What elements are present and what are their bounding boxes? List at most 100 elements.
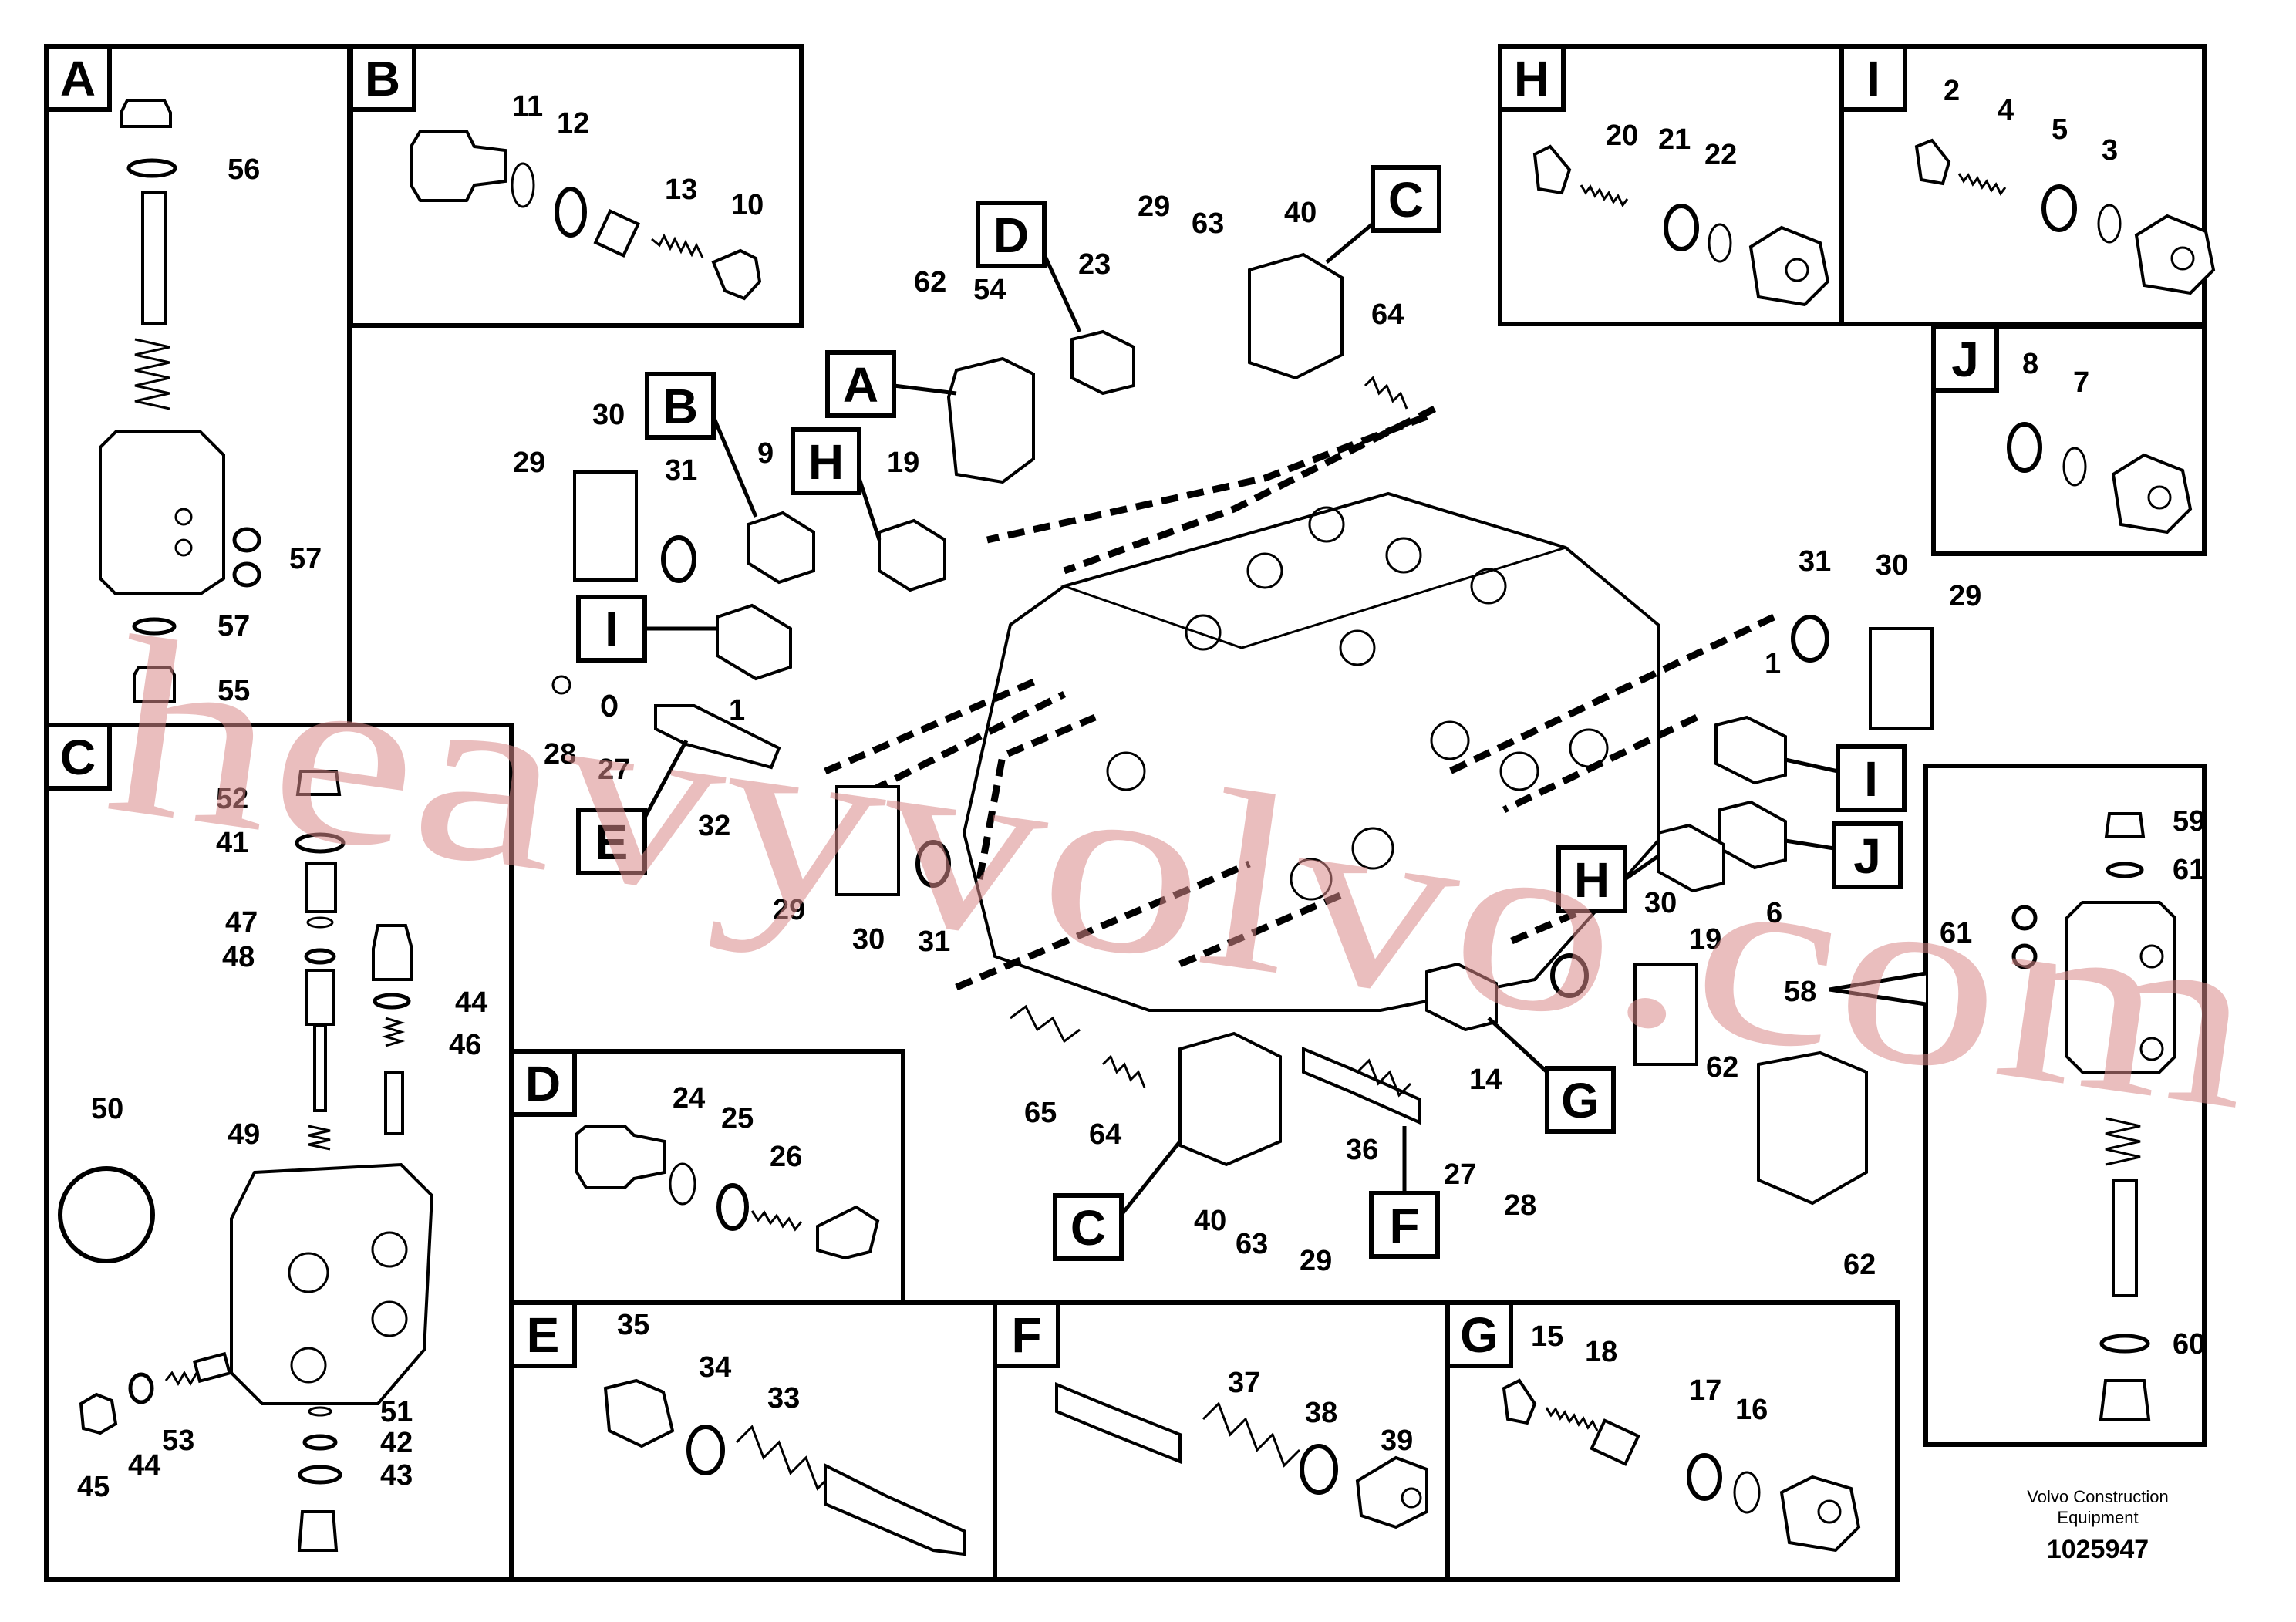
- panel-i-tag-box: [1839, 44, 1907, 112]
- main-tag-g: G: [1561, 1073, 1600, 1128]
- o-ring-21: [1664, 204, 1699, 251]
- main-callout-29c: 29: [773, 894, 805, 926]
- body-58: [1757, 1050, 1868, 1206]
- panel-d-tag: D: [525, 1056, 561, 1111]
- callout-c-52: 52: [216, 783, 248, 815]
- panel-j-tag: J: [1951, 332, 1979, 387]
- port-c4: [290, 1347, 327, 1384]
- main-tag-c-lower: C: [1070, 1200, 1106, 1256]
- cartridge-9: [747, 511, 815, 585]
- panel-e-parts: [603, 1378, 966, 1556]
- main-callouts: 62 54 23 29 63 40 64 30 29 31 9 19 1 28 …: [513, 191, 1981, 1281]
- cartridge-d: [575, 1125, 666, 1189]
- sleeve-b: [593, 208, 641, 258]
- panel-f-parts: [1055, 1382, 1428, 1529]
- o-ring-3: [2097, 204, 2122, 244]
- callout-c-44a: 44: [455, 986, 487, 1019]
- main-callout-28b: 28: [1504, 1189, 1536, 1222]
- o-ring-38: [1300, 1444, 1338, 1495]
- callout-g-16: 16: [1735, 1394, 1768, 1426]
- dash-line-2: [1063, 405, 1437, 575]
- main-callout-54: 54: [973, 274, 1006, 306]
- o-ring-50: [58, 1166, 155, 1263]
- sleeve-g: [1590, 1418, 1640, 1466]
- callout-i-4: 4: [1998, 94, 2014, 126]
- main-callout-9: 9: [757, 437, 774, 470]
- sleeve-c: [192, 1351, 232, 1384]
- panel-h-parts: [1532, 144, 1830, 307]
- main-callout-40b: 40: [1194, 1205, 1226, 1237]
- o-ring-16: [1733, 1471, 1761, 1514]
- o-ring-7: [2062, 447, 2087, 487]
- port-a2: [174, 538, 193, 557]
- main-tag-f: F: [1389, 1198, 1419, 1253]
- main-callout-14: 14: [1469, 1064, 1502, 1096]
- cartridge-1-left: [716, 603, 792, 681]
- spring-37: [1202, 1401, 1301, 1468]
- panel-tag-letters: A B C D E F G H I J: [60, 51, 1979, 1363]
- o-ring-22: [1708, 223, 1732, 263]
- callout-c-45: 45: [77, 1471, 110, 1503]
- main-tag-h-right: H: [1574, 852, 1610, 908]
- cartridge-23: [1070, 329, 1135, 396]
- cartridge-j: [2111, 453, 2193, 534]
- main-tag-i-right: I: [1864, 751, 1878, 807]
- tag-d-main-box: [976, 201, 1047, 268]
- panel-r-callouts: 59 61 61 60: [1940, 805, 2205, 1361]
- panel-g-tag: G: [1460, 1307, 1499, 1363]
- callout-r-59: 59: [2173, 805, 2205, 838]
- panel-f-callouts: 37 38 39: [1228, 1367, 1413, 1457]
- o-ring-44a: [373, 993, 411, 1010]
- panel-tag-boxes: [44, 44, 1999, 1368]
- panel-i-frame: [1839, 44, 2207, 326]
- panel-j-frame: [1931, 325, 2207, 556]
- block-port-1: [1308, 506, 1345, 543]
- poppet-2: [1914, 138, 1951, 186]
- cartridge-h-hole: [1785, 258, 1809, 282]
- o-ring-48: [304, 948, 336, 965]
- leader-g: [1487, 1017, 1549, 1074]
- panel-i-parts: [1914, 138, 2216, 295]
- main-callout-62c: 62: [1843, 1249, 1876, 1281]
- main-callout-30c: 30: [1876, 549, 1908, 582]
- spring-4: [1957, 173, 2007, 196]
- flange-30-left: [573, 470, 638, 582]
- callout-d-25: 25: [721, 1102, 754, 1135]
- callout-c-47: 47: [225, 906, 258, 939]
- rod-c1: [313, 1024, 327, 1112]
- cartridge-c1: [305, 862, 337, 913]
- callout-f-37: 37: [1228, 1367, 1260, 1399]
- callout-f-39: 39: [1381, 1425, 1413, 1457]
- panel-a-tag: A: [60, 51, 96, 106]
- callout-c-44b: 44: [128, 1449, 160, 1482]
- flange-30-lower: [1633, 963, 1698, 1066]
- o-ring-57b: [232, 561, 261, 588]
- callout-b-12: 12: [557, 107, 589, 140]
- nut-28-left: [551, 675, 571, 695]
- spring-20: [1580, 184, 1629, 207]
- spool-r: [2112, 1179, 2138, 1297]
- leader-i-right: [1785, 757, 1839, 774]
- panel-b-tag-box: [349, 44, 416, 112]
- main-callout-27a: 27: [598, 754, 630, 786]
- main-tag-b: B: [663, 379, 698, 434]
- leader-j: [1785, 838, 1835, 851]
- o-ring-44b: [128, 1372, 154, 1404]
- main-callout-29a: 29: [1138, 191, 1170, 223]
- footer-company-line1: Volvo Construction: [2027, 1487, 2168, 1506]
- o-ring-31-right: [1791, 615, 1829, 663]
- main-callout-27b: 27: [1444, 1158, 1476, 1191]
- callout-c-46: 46: [449, 1029, 481, 1061]
- dash-line-3: [824, 675, 1043, 775]
- leader-e: [642, 739, 689, 819]
- panel-d-callouts: 24 25 26: [673, 1082, 802, 1173]
- spool-c2: [384, 1071, 404, 1135]
- tag-h-main-right-box: [1556, 845, 1627, 913]
- o-ring-8: [2007, 422, 2042, 473]
- cartridge-1-right: [1714, 715, 1787, 785]
- main-callout-23: 23: [1078, 248, 1111, 281]
- plug-r-bottom: [2099, 1379, 2151, 1421]
- o-ring-17: [1687, 1453, 1722, 1501]
- o-ring-5: [2041, 184, 2077, 232]
